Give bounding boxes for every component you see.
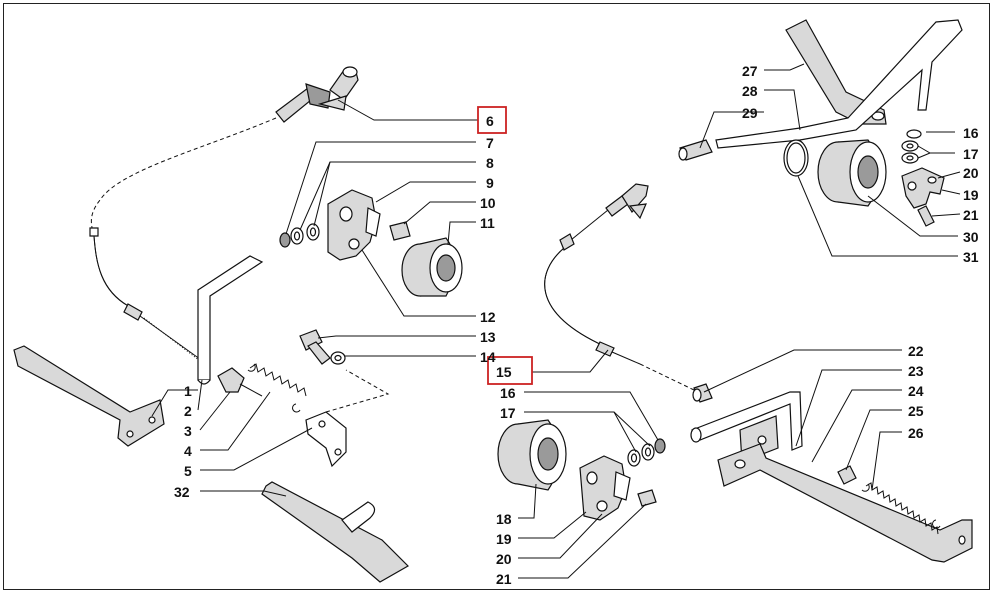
part-7-8-washers — [279, 223, 320, 248]
callout-13: 13 — [480, 329, 496, 345]
callout-21-top: 21 — [963, 207, 979, 223]
part-16-17-washers-bottom — [627, 438, 666, 467]
callout-20-bottom: 20 — [496, 551, 512, 567]
bracket-dashed-link — [325, 369, 390, 413]
callout-18: 18 — [496, 511, 512, 527]
callout-7: 7 — [486, 135, 494, 151]
callout-26: 26 — [908, 425, 924, 441]
callout-23: 23 — [908, 363, 924, 379]
part-15-cable — [544, 183, 649, 365]
part-16-17-washers-top — [901, 129, 922, 164]
callout-2: 2 — [184, 403, 192, 419]
callout-10: 10 — [480, 195, 496, 211]
part-29-knob — [678, 139, 713, 161]
callout-30: 30 — [963, 229, 979, 245]
part-10-pin — [389, 221, 411, 241]
part-27-pedal-arm — [785, 19, 887, 125]
callout-9: 9 — [486, 175, 494, 191]
callout-11: 11 — [480, 215, 495, 231]
cable-15-dashed — [639, 363, 695, 391]
callout-17-top: 17 — [963, 146, 979, 162]
callout-17-bottom: 17 — [500, 405, 516, 421]
callout-25: 25 — [908, 403, 924, 419]
callout-5: 5 — [184, 463, 192, 479]
callout-21-bottom: 21 — [496, 571, 512, 587]
part-24-pedal-bar — [717, 443, 973, 563]
callout-32: 32 — [174, 484, 190, 500]
callout-1: 1 — [184, 383, 192, 399]
callout-31: 31 — [963, 249, 979, 265]
part-3-clamp — [217, 367, 263, 397]
callout-3: 3 — [184, 423, 192, 439]
callout-19-top: 19 — [963, 187, 979, 203]
highlight-box-6 — [477, 106, 507, 134]
callout-16-bottom: 16 — [500, 385, 516, 401]
part-19-20-lever-top — [901, 167, 945, 209]
highlight-box-15 — [487, 356, 533, 385]
part-31-snap-ring — [783, 139, 809, 177]
part-30-coupler — [817, 139, 887, 207]
part-9-lever — [327, 189, 381, 261]
callout-12: 12 — [480, 309, 496, 325]
part-1-bracket — [13, 345, 165, 447]
callout-8: 8 — [486, 155, 494, 171]
part-32-pedal-plate — [261, 481, 409, 583]
part-21-pin-bottom — [637, 489, 657, 507]
callout-22: 22 — [908, 343, 924, 359]
callout-14: 14 — [480, 349, 496, 365]
callout-4: 4 — [184, 443, 192, 459]
leader-lines — [151, 63, 961, 579]
callout-28: 28 — [742, 83, 758, 99]
part-2-rod — [197, 255, 264, 385]
part-11-coupler — [401, 237, 463, 297]
part-18-coupler — [497, 419, 567, 491]
callout-19-bottom: 19 — [496, 531, 512, 547]
part-28-rod — [715, 19, 963, 149]
part-21-pin-top — [917, 205, 935, 227]
callout-29: 29 — [742, 105, 758, 121]
part-6-cable-handle — [275, 66, 359, 123]
part-22-bushing — [692, 383, 713, 403]
drawing-frame — [3, 3, 990, 590]
callout-24: 24 — [908, 383, 924, 399]
part-13-bolt — [299, 329, 331, 365]
part-19-20-lever-bottom — [579, 455, 631, 521]
cable-path-dashed — [90, 117, 277, 229]
callout-labels: 27 28 29 16 17 20 19 21 30 31 6 7 8 9 10… — [174, 63, 979, 587]
callout-15: 15 — [496, 364, 512, 380]
callout-6: 6 — [486, 113, 494, 129]
callout-20-top: 20 — [963, 165, 979, 181]
part-25-bushing — [837, 465, 857, 485]
callout-27: 27 — [742, 63, 758, 79]
part-cable-sheath-left — [89, 227, 205, 365]
part-4-spring — [247, 363, 307, 413]
callout-16-top: 16 — [963, 125, 979, 141]
part-14-nut — [330, 351, 346, 365]
part-26-spring — [861, 482, 941, 535]
part-5-small-bracket — [305, 411, 347, 468]
